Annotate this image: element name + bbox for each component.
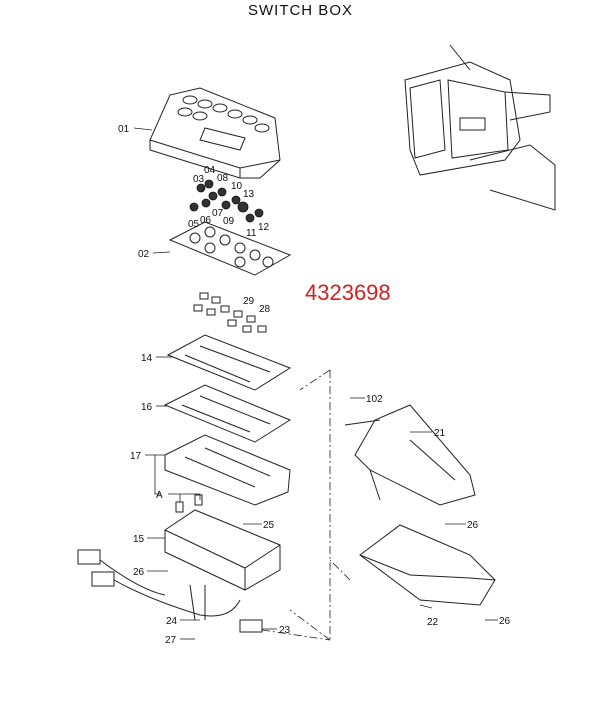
callout-06: 06 [200, 215, 212, 226]
callout-09: 09 [223, 216, 235, 227]
part-number: 4323698 [305, 280, 391, 305]
callout-26: 26 [499, 616, 511, 627]
callout-labels: 01 02 03 04 08 10 13 05 06 07 09 11 12 2… [118, 124, 511, 646]
callout-12: 12 [258, 222, 270, 233]
callout-01: 01 [118, 124, 130, 135]
callout-22: 22 [427, 617, 439, 628]
part-22-cover [359, 524, 496, 606]
callout-02: 02 [138, 249, 150, 260]
part-02-rubber-pad [168, 221, 292, 276]
callout-16: 16 [141, 402, 153, 413]
wire-harness [77, 549, 263, 633]
cab-illustration [404, 44, 556, 211]
small-blocks [193, 292, 267, 333]
callout-11: 11 [246, 228, 257, 239]
callout-04: 04 [204, 165, 216, 176]
callout-29: 29 [243, 296, 255, 307]
part-15-case [164, 509, 281, 591]
part-01-cover [149, 87, 281, 179]
callout-17: 17 [130, 451, 142, 462]
callout-28: 28 [259, 304, 271, 315]
callout-10: 10 [231, 181, 243, 192]
callout-25: 25 [263, 520, 275, 531]
callout-15: 15 [133, 534, 145, 545]
callout-23: 23 [279, 625, 291, 636]
callout-27: 27 [165, 635, 177, 646]
part-14-plate [166, 334, 292, 391]
part-16-plate [163, 384, 292, 443]
callout-13: 13 [243, 189, 255, 200]
callout-05: 05 [188, 219, 200, 230]
callout-14: 14 [141, 353, 153, 364]
callout-24: 24 [166, 616, 178, 627]
part-21-bracket [354, 404, 476, 506]
callout-102: 102 [366, 394, 383, 405]
callout-08: 08 [217, 173, 229, 184]
callout-26: 26 [467, 520, 479, 531]
switch-knobs [189, 179, 264, 223]
callout-A: A [156, 490, 163, 501]
callout-26: 26 [133, 567, 145, 578]
callout-07: 07 [212, 208, 224, 219]
callout-21: 21 [434, 428, 446, 439]
part-17-board [164, 434, 291, 506]
callout-03: 03 [193, 174, 205, 185]
diagram-title: SWITCH BOX [247, 2, 353, 19]
